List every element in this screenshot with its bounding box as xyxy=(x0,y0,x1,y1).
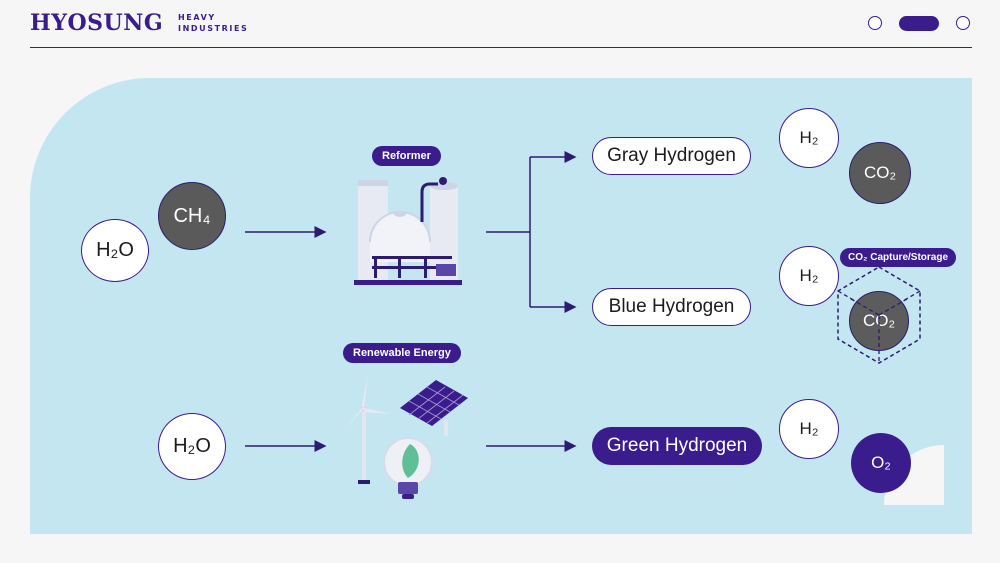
co2-capture-storage-tag: CO₂ Capture/Storage xyxy=(840,248,957,267)
renewable-energy-tag: Renewable Energy xyxy=(343,343,461,363)
reformer-plant-icon xyxy=(354,177,462,285)
page-dot-3[interactable] xyxy=(956,16,970,30)
solar-panel-icon xyxy=(400,380,468,436)
logo-sub-heavy: HEAVY xyxy=(178,13,216,22)
page-dot-1[interactable] xyxy=(868,16,882,30)
logo-sub-industries: INDUSTRIES xyxy=(178,24,249,33)
logo-subtitle: HEAVY INDUSTRIES xyxy=(178,12,248,34)
gray-co2-molecule: CO₂ xyxy=(849,142,911,204)
wind-turbine-icon xyxy=(344,374,390,484)
header-divider xyxy=(30,47,972,48)
page-dot-active[interactable] xyxy=(899,16,939,31)
blue-co2-molecule: CO₂ xyxy=(849,291,909,351)
gray-h2-molecule: H₂ xyxy=(779,108,839,168)
methane-molecule: CH₄ xyxy=(158,182,226,250)
header: HYOSUNG HEAVY INDUSTRIES xyxy=(0,0,1000,50)
water-molecule-green-path: H₂O xyxy=(158,413,226,480)
blue-hydrogen-label: Blue Hydrogen xyxy=(592,288,751,326)
eco-bulb-icon xyxy=(383,437,433,499)
water-molecule-gray-path: H₂O xyxy=(81,219,149,282)
renewable-energy-icon xyxy=(344,374,468,499)
green-hydrogen-label: Green Hydrogen xyxy=(592,427,762,465)
green-o2-molecule: O₂ xyxy=(851,433,911,493)
gray-hydrogen-label: Gray Hydrogen xyxy=(592,137,751,175)
reformer-tag: Reformer xyxy=(372,146,441,166)
green-h2-molecule: H₂ xyxy=(779,399,839,459)
logo-wordmark: HYOSUNG xyxy=(30,10,164,36)
blue-h2-molecule: H₂ xyxy=(779,246,839,306)
